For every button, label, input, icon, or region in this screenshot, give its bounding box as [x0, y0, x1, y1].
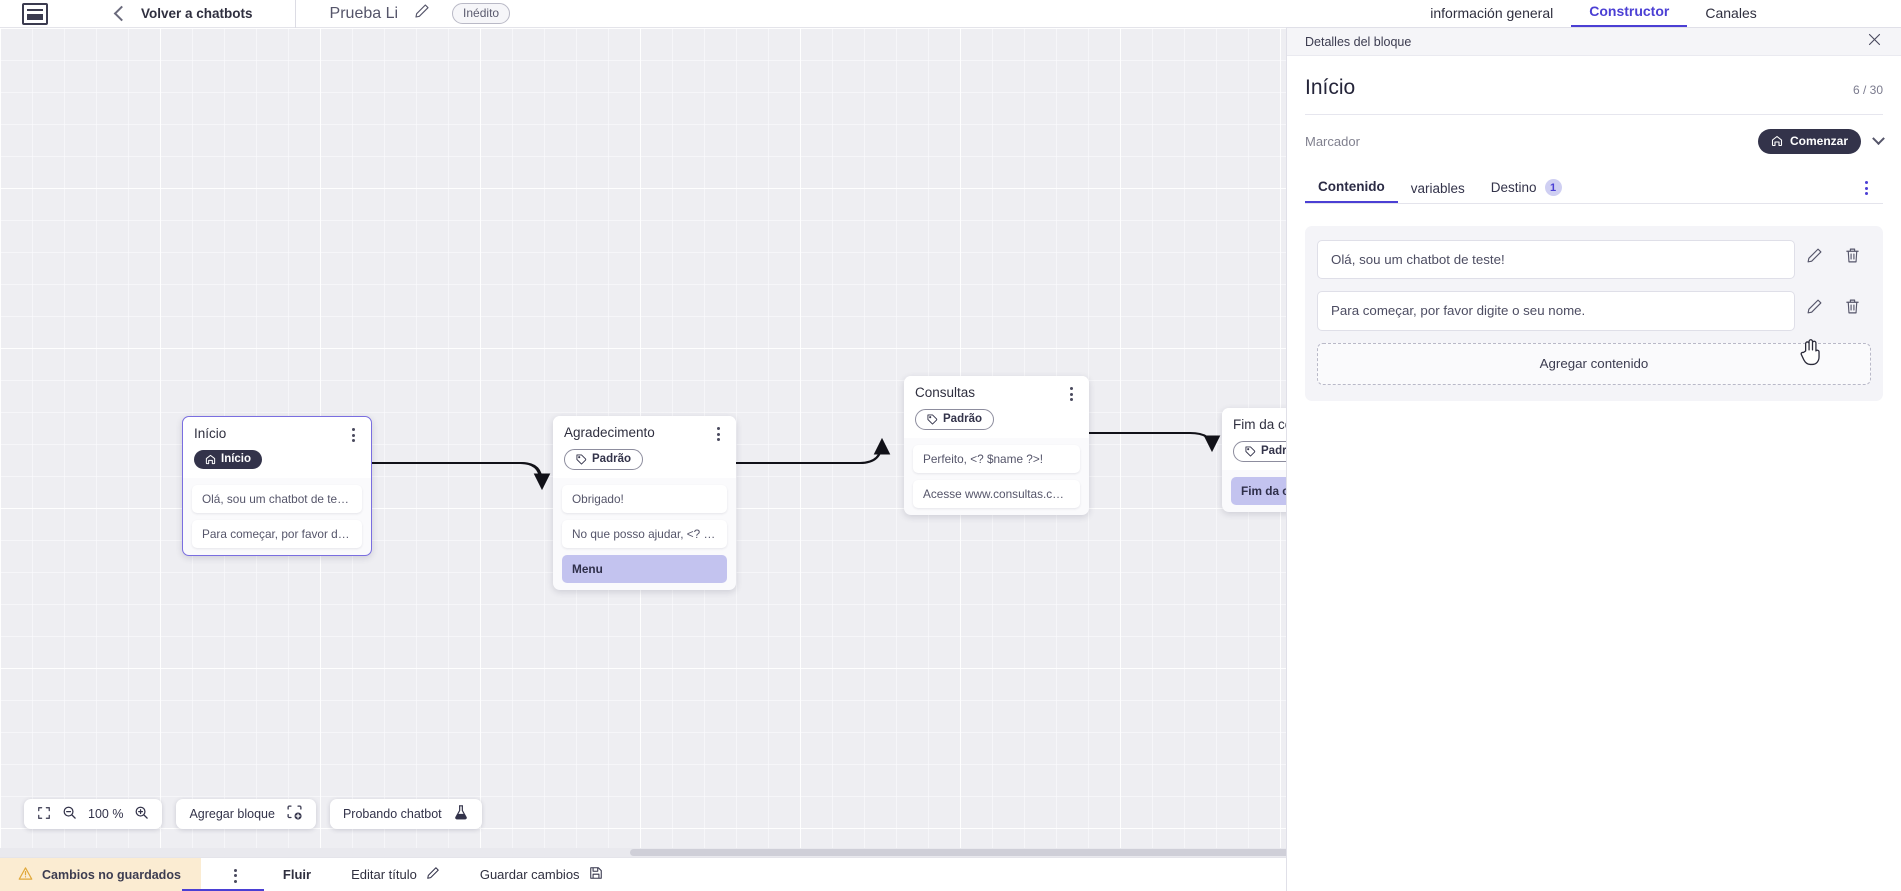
edit-title-button[interactable]: Editar título	[351, 866, 440, 883]
fit-screen-icon[interactable]	[37, 806, 51, 823]
panel-header-title: Detalles del bloque	[1305, 34, 1412, 49]
block-message[interactable]: Para começar, por favor digite o ...	[192, 519, 362, 548]
kebab-menu-icon[interactable]	[1064, 385, 1078, 401]
block-title: Agradecimento	[564, 425, 655, 440]
canvas-toolbar: 100 % Agregar bloque Probando chatbot	[24, 799, 482, 829]
unsaved-changes-indicator: Cambios no guardados	[0, 857, 201, 891]
block-tag-label: Padrão	[592, 453, 631, 465]
block-counter: 6 / 30	[1852, 83, 1883, 97]
brand-logo-icon[interactable]	[22, 2, 48, 25]
flow-block-agradecimento[interactable]: Agradecimento Padrão Obrigado! No que po…	[553, 416, 736, 590]
header-divider	[294, 0, 296, 28]
zoom-out-icon[interactable]	[62, 805, 77, 823]
pencil-icon[interactable]	[414, 3, 430, 24]
panel-divider	[1305, 114, 1883, 115]
panel-tabs: Contenido variables Destino 1	[1305, 174, 1883, 204]
panel-tab-destino[interactable]: Destino 1	[1478, 179, 1575, 203]
statusbar-tab-fluir[interactable]: Fluir	[282, 867, 312, 882]
panel-tab-contenido[interactable]: Contenido	[1305, 179, 1398, 203]
block-message-highlight[interactable]: Menu	[562, 555, 727, 583]
home-icon	[1771, 135, 1783, 147]
zoom-level: 100 %	[88, 807, 124, 821]
kebab-menu-icon[interactable]	[1859, 179, 1873, 195]
back-to-chatbots-link[interactable]: Volver a chatbots	[141, 6, 253, 21]
block-message[interactable]: Perfeito, <? $name ?>!	[913, 445, 1080, 473]
zoom-in-icon[interactable]	[134, 805, 149, 823]
pencil-icon[interactable]	[1795, 291, 1833, 315]
content-text-field[interactable]: Olá, sou um chatbot de teste!	[1317, 240, 1795, 280]
add-block-button[interactable]: Agregar bloque	[176, 799, 316, 829]
content-row: Para começar, por favor digite o seu nom…	[1317, 291, 1871, 331]
content-text-field[interactable]: Para começar, por favor digite o seu nom…	[1317, 291, 1795, 331]
block-message[interactable]: Acesse www.consultas.com par...	[913, 480, 1080, 508]
flow-connectors	[372, 431, 1221, 491]
block-details-panel: Detalles del bloque Início 6 / 30 Marcad…	[1286, 28, 1901, 891]
block-header: Agradecimento Padrão	[553, 416, 736, 478]
flow-block-consultas[interactable]: Consultas Padrão Perfeito, <? $name ?>! …	[904, 376, 1089, 515]
panel-header: Detalles del bloque	[1287, 28, 1901, 56]
kebab-menu-icon[interactable]	[346, 426, 360, 442]
destino-count-badge: 1	[1544, 179, 1562, 196]
marcador-row: Marcador Comenzar	[1305, 115, 1885, 154]
marcador-value-label: Comenzar	[1789, 134, 1848, 148]
kebab-menu-icon[interactable]	[711, 425, 725, 441]
tab-informacion-general[interactable]: información general	[1430, 5, 1554, 21]
block-header: Início Início	[183, 417, 371, 478]
horizontal-scrollbar[interactable]	[0, 848, 1561, 857]
trash-icon[interactable]	[1833, 240, 1871, 264]
save-changes-button[interactable]: Guardar cambios	[480, 866, 603, 883]
active-tab-underline	[182, 888, 264, 891]
unsaved-changes-label: Cambios no guardados	[42, 867, 181, 882]
mouse-cursor	[1798, 337, 1824, 372]
save-disk-icon	[589, 866, 603, 883]
bot-title: Prueba Li	[329, 4, 399, 22]
test-chatbot-label: Probando chatbot	[342, 807, 442, 821]
block-message[interactable]: Obrigado!	[562, 485, 727, 513]
block-tag-label: Início	[221, 453, 252, 465]
tag-icon	[1245, 445, 1256, 457]
tag-icon	[576, 453, 587, 465]
tag-icon	[927, 413, 938, 425]
chevron-left-icon[interactable]	[113, 5, 130, 22]
edit-title-label: Editar título	[351, 867, 417, 882]
content-row: Olá, sou um chatbot de teste!	[1317, 240, 1871, 280]
panel-tab-destino-label: Destino	[1490, 180, 1537, 195]
block-tag: Padrão	[564, 449, 643, 470]
home-icon	[205, 454, 216, 464]
block-tag: Padrão	[915, 409, 994, 430]
block-message[interactable]: No que posso ajudar, <? $name ...	[562, 520, 727, 548]
add-block-label: Agregar bloque	[189, 807, 275, 821]
close-icon[interactable]	[1867, 32, 1882, 52]
marcador-value-pill[interactable]: Comenzar	[1757, 129, 1861, 154]
marcador-label: Marcador	[1305, 134, 1360, 149]
pencil-icon[interactable]	[1795, 240, 1833, 264]
top-right-tabs: información general Constructor Canales	[1286, 0, 1901, 28]
block-title: Início	[194, 426, 227, 441]
status-badge: Inédito	[452, 3, 511, 24]
zoom-control-group: 100 %	[24, 799, 163, 829]
panel-tab-variables[interactable]: variables	[1410, 181, 1465, 196]
block-title: Consultas	[915, 385, 976, 400]
block-tag-label: Padrão	[943, 413, 982, 425]
block-header: Consultas Padrão	[904, 376, 1089, 438]
block-tag: Início	[194, 450, 263, 469]
save-changes-label: Guardar cambios	[479, 867, 580, 882]
scrollbar-thumb[interactable]	[630, 849, 1330, 856]
flow-block-inicio[interactable]: Início Início Olá, sou um chatbot de tes…	[182, 416, 372, 556]
content-list: Olá, sou um chatbot de teste! Para começ…	[1305, 226, 1883, 401]
pencil-icon	[426, 866, 440, 883]
panel-title: Início	[1305, 76, 1356, 99]
add-block-icon	[286, 804, 303, 824]
trash-icon[interactable]	[1833, 291, 1871, 315]
chevron-down-icon[interactable]	[1872, 132, 1885, 146]
add-content-button[interactable]: Agregar contenido	[1317, 342, 1871, 385]
flask-icon	[453, 804, 469, 824]
tab-constructor[interactable]: Constructor	[1571, 3, 1688, 27]
warning-triangle-icon	[18, 866, 33, 884]
kebab-menu-icon[interactable]	[229, 867, 243, 883]
test-chatbot-button[interactable]: Probando chatbot	[329, 799, 482, 829]
tab-canales[interactable]: Canales	[1705, 5, 1757, 21]
block-message[interactable]: Olá, sou um chatbot de teste!	[192, 484, 362, 513]
